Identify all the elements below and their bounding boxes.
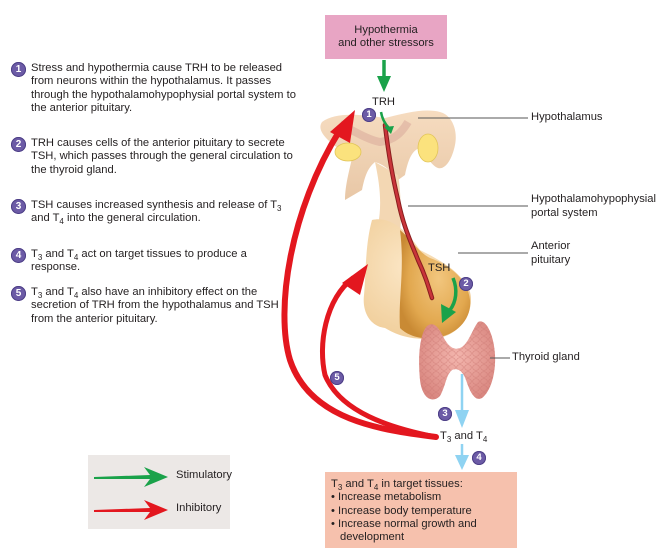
trh-label: TRH: [372, 96, 395, 108]
inhibitory-arrow-icon: [94, 500, 168, 520]
step-text: T3 and T4 also have an inhibitory effect…: [31, 286, 279, 325]
diagram-badge-4: 4: [472, 451, 486, 465]
step-3: 3 TSH causes increased synthesis and rel…: [8, 199, 298, 226]
stimulatory-arrow-icon: [94, 467, 168, 487]
step-text: TSH causes increased synthesis and relea…: [31, 199, 282, 227]
step-number-badge: 4: [11, 248, 26, 263]
step-text: T3 and T4 act on target tissues to produ…: [31, 248, 247, 274]
step-text: Stress and hypothermia cause TRH to be r…: [31, 62, 296, 114]
step-2: 2 TRH causes cells of the anterior pitui…: [8, 137, 298, 177]
target-tissues-heading: T3 and T4 in target tissues:: [331, 478, 463, 492]
tsh-label: TSH: [428, 262, 451, 274]
leader-lines: [408, 117, 528, 359]
tsh-to-thyroid-arrow: [448, 277, 458, 312]
step-text: TRH causes cells of the anterior pituita…: [31, 137, 293, 176]
diagram-badge-3: 3: [438, 407, 452, 421]
target-effect-item: • Increase metabolism: [331, 491, 442, 504]
step-5: 5 T3 and T4 also have an inhibitory effe…: [8, 286, 298, 326]
t3-t4-label: T3 and T4: [440, 430, 488, 444]
step-number-badge: 1: [11, 62, 26, 77]
thyroid-gland-label: Thyroid gland: [512, 351, 580, 363]
stimulatory-arrows: [377, 60, 458, 323]
mammillary-body-left: [334, 142, 362, 162]
legend-arrows: [94, 467, 168, 520]
mammillary-body-right: [417, 133, 439, 163]
stressor-box: Hypothermia and other stressors: [325, 15, 447, 59]
step-number-badge: 2: [11, 137, 26, 152]
legend: Stimulatory Inhibitory: [88, 455, 232, 529]
target-effect-item: • Increase normal growth and development: [331, 517, 477, 544]
step-4: 4 T3 and T4 act on target tissues to pro…: [8, 248, 298, 275]
thyroid-illustration: [419, 321, 496, 400]
legend-stimulatory-label: Stimulatory: [176, 469, 232, 481]
feedback-to-pituitary-arrow: [320, 275, 439, 440]
target-tissues-box: T3 and T4 in target tissues: • Increase …: [325, 472, 517, 548]
diagram-badge-2: 2: [459, 277, 473, 291]
step-number-badge: 3: [11, 199, 26, 214]
inhibitory-arrows: [281, 110, 439, 440]
legend-inhibitory-label: Inhibitory: [176, 502, 222, 514]
feedback-to-hypothalamus-arrow: [281, 127, 439, 440]
diagram-badge-1: 1: [362, 108, 376, 122]
step-1: 1 Stress and hypothermia cause TRH to be…: [8, 62, 298, 115]
stressor-line-1: Hypothermia: [354, 23, 418, 36]
hormone-arrows: [455, 374, 469, 470]
target-effect-item: • Increase body temperature: [331, 504, 472, 517]
diagram-badge-5: 5: [330, 371, 344, 385]
step-number-badge: 5: [11, 286, 26, 301]
stressor-line-2: and other stressors: [338, 37, 434, 49]
hypothalamus-label: Hypothalamus: [531, 111, 603, 123]
